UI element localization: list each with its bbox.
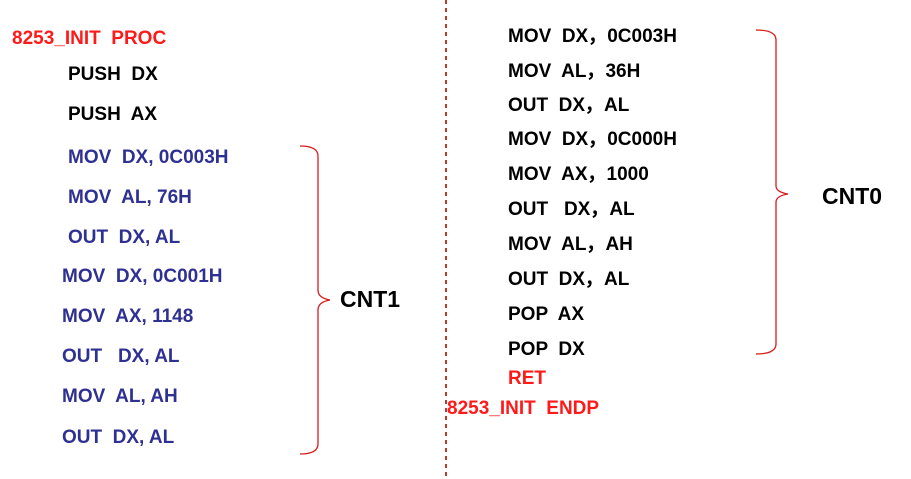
code-line: MOV DX, 0C003H xyxy=(68,147,229,168)
ret-line: RET xyxy=(508,368,546,389)
code-line: MOV DX, 0C001H xyxy=(62,266,223,287)
code-line: OUT DX, AL xyxy=(62,346,180,367)
code-line: MOV AL，36H xyxy=(508,61,641,82)
cnt1-label: CNT1 xyxy=(340,286,401,312)
code-line: MOV DX，0C000H xyxy=(508,129,677,150)
endp-declaration: 8253_INIT ENDP xyxy=(447,398,600,419)
code-line: OUT DX，AL xyxy=(508,199,635,220)
code-line: OUT DX，AL xyxy=(508,95,630,116)
code-line: MOV AL，AH xyxy=(508,234,633,255)
code-line: OUT DX, AL xyxy=(62,427,175,448)
cnt0-label: CNT0 xyxy=(822,183,883,209)
code-line: OUT DX，AL xyxy=(508,269,630,290)
code-line: MOV AL, 76H xyxy=(68,187,192,208)
proc-declaration: 8253_INIT PROC xyxy=(12,28,167,49)
code-line: POP AX xyxy=(508,304,585,325)
code-line-push-dx: PUSH DX xyxy=(68,64,158,85)
code-line: MOV AX, 1148 xyxy=(62,306,194,327)
code-line: MOV DX，0C003H xyxy=(508,26,677,47)
code-line-push-ax: PUSH AX xyxy=(68,104,158,125)
code-line: MOV AL, AH xyxy=(62,386,178,407)
cnt1-bracket xyxy=(299,145,331,455)
code-line: MOV AX，1000 xyxy=(508,164,649,185)
cnt0-bracket xyxy=(755,29,789,355)
code-line: POP DX xyxy=(508,339,585,360)
code-line: OUT DX, AL xyxy=(68,227,181,248)
